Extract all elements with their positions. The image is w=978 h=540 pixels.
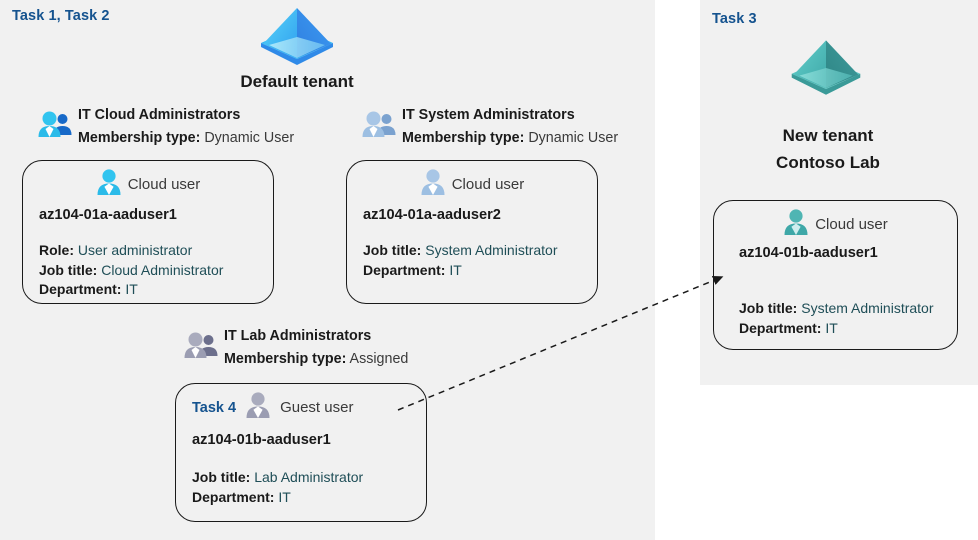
user-type-label: Cloud user	[451, 176, 525, 193]
default-tenant-panel	[0, 0, 655, 540]
attr-row: Job title: System Administrator	[739, 299, 957, 319]
attr-label: Job title:	[39, 261, 98, 278]
attr-label: Department:	[739, 319, 822, 336]
attr-value: Lab Administrator	[254, 469, 364, 485]
azure-ad-tenant-icon-new	[786, 34, 866, 104]
attr-row: Job title: System Administrator	[363, 241, 597, 261]
user-upn: az104-01b-aaduser1	[739, 245, 878, 261]
attr-row: Department: IT	[192, 488, 426, 508]
attr-label: Job title:	[363, 242, 422, 258]
user-card-az104-01a-aaduser2[interactable]: Cloud user az104-01a-aaduser2 Job title:…	[346, 160, 598, 304]
task-label-left: Task 1, Task 2	[12, 8, 110, 24]
user-card-az104-01b-aaduser1-cloud[interactable]: Cloud user az104-01b-aaduser1 Job title:…	[713, 200, 958, 350]
attr-value: User administrator	[77, 242, 193, 258]
attr-row: Job title: Lab Administrator	[192, 468, 426, 488]
attr-label: Department:	[39, 281, 122, 297]
user-attributes: Role: User administrator Job title: Clou…	[23, 241, 273, 300]
new-tenant-name-line1: New tenant	[782, 126, 874, 145]
membership-label: Membership type:	[224, 351, 347, 367]
guest-user-icon	[245, 391, 271, 424]
attr-row: Department: IT	[39, 280, 273, 300]
attr-label: Department:	[363, 261, 446, 278]
membership-label: Membership type:	[78, 130, 201, 146]
group-users-icon	[362, 110, 396, 145]
membership-value: Dynamic User	[528, 130, 619, 146]
membership-label: Membership type:	[402, 130, 525, 146]
user-card-az104-01b-aaduser1-guest[interactable]: Task 4 Guest user az104-01b-aaduser1 Job…	[175, 383, 427, 522]
attr-label: Department:	[192, 488, 275, 505]
default-tenant-name: Default tenant	[240, 72, 354, 91]
card-header: Cloud user	[347, 161, 597, 201]
attr-value: IT	[125, 281, 138, 297]
group-title: IT Cloud Administrators	[78, 107, 241, 123]
membership-value: Assigned	[349, 351, 409, 367]
group-membership: Membership type: Dynamic User	[402, 128, 618, 148]
group-membership: Membership type: Dynamic User	[78, 128, 294, 148]
user-upn: az104-01a-aaduser2	[363, 207, 501, 223]
group-it-system-administrators: IT System Administrators Membership type…	[362, 106, 618, 148]
attr-label: Job title:	[739, 300, 798, 316]
attr-value: System Administrator	[801, 300, 934, 316]
cloud-user-icon	[420, 168, 446, 201]
attr-value: IT	[449, 261, 462, 278]
user-attributes: Job title: System Administrator Departme…	[714, 299, 957, 338]
user-type-label: Guest user	[280, 399, 354, 416]
card-header: Cloud user	[23, 161, 273, 201]
card-header: Task 4 Guest user	[176, 384, 426, 424]
cloud-user-icon	[783, 208, 809, 241]
membership-value: Dynamic User	[204, 130, 295, 146]
user-upn: az104-01b-aaduser1	[192, 432, 331, 448]
azure-ad-tenant-icon-default	[255, 3, 339, 73]
cloud-user-icon	[96, 168, 122, 201]
card-header: Cloud user	[714, 201, 957, 241]
group-users-icon	[38, 110, 72, 145]
user-card-az104-01a-aaduser1[interactable]: Cloud user az104-01a-aaduser1 Role: User…	[22, 160, 274, 304]
group-title: IT Lab Administrators	[224, 328, 372, 344]
user-attributes: Job title: System Administrator Departme…	[347, 241, 597, 280]
group-membership: Membership type: Assigned	[224, 349, 408, 369]
task-label-inline: Task 4	[192, 399, 237, 416]
task-label-right: Task 3	[712, 11, 757, 27]
attr-row: Department: IT	[739, 319, 957, 339]
user-upn: az104-01a-aaduser1	[39, 207, 177, 223]
group-it-lab-administrators: IT Lab Administrators Membership type: A…	[184, 327, 408, 369]
attr-row: Job title: Cloud Administrator	[39, 261, 273, 281]
group-it-cloud-administrators: IT Cloud Administrators Membership type:…	[38, 106, 294, 148]
group-users-icon	[184, 331, 218, 366]
attr-row: Department: IT	[363, 261, 597, 281]
user-attributes: Job title: Lab Administrator Department:…	[176, 468, 426, 507]
attr-value: IT	[278, 488, 291, 505]
attr-value: IT	[825, 319, 838, 336]
attr-row: Role: User administrator	[39, 241, 273, 261]
attr-value: Cloud Administrator	[101, 261, 224, 278]
new-tenant-name-line2: Contoso Lab	[776, 153, 880, 172]
attr-value: System Administrator	[425, 242, 558, 258]
group-title: IT System Administrators	[402, 107, 575, 123]
user-type-label: Cloud user	[127, 176, 201, 193]
attr-label: Job title:	[192, 469, 251, 485]
user-type-label: Cloud user	[815, 216, 888, 233]
attr-label: Role:	[39, 242, 74, 258]
